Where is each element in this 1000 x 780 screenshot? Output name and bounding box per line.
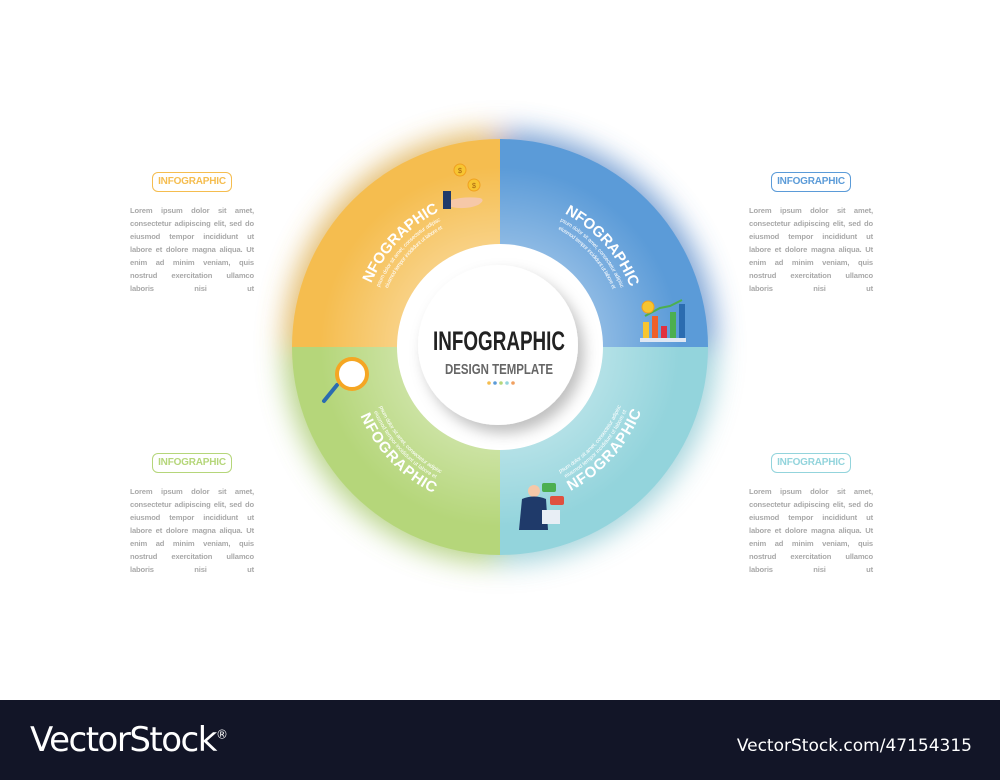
bar-chart-growth-icon [640, 299, 686, 342]
registered-mark: ® [215, 727, 228, 742]
magnifier-icon [322, 357, 369, 403]
side-label: INFOGRAPHIC [152, 172, 232, 192]
svg-text:$: $ [458, 168, 462, 175]
center-subtitle: DESIGN TEMPLATE [445, 361, 553, 378]
side-label: INFOGRAPHIC [771, 172, 851, 192]
side-text: Lorem ipsum dolor sit amet, consectetur … [130, 206, 254, 293]
footer-bar: VectorStock® VectorStock.com/47154315 [0, 700, 1000, 780]
logo-text: VectorStock [30, 720, 217, 760]
side-block-blue: INFOGRAPHIC Lorem ipsum dolor sit amet, … [749, 172, 873, 295]
side-text: Lorem ipsum dolor sit amet, consectetur … [749, 206, 873, 293]
infographic-wheel: INFOGRAPHIC DESIGN TEMPLATE INFOGRAPHIC … [284, 131, 716, 563]
side-label: INFOGRAPHIC [771, 453, 851, 473]
svg-text:$: $ [472, 183, 476, 190]
center-title: INFOGRAPHIC [433, 326, 565, 356]
hand-coins-icon: $ $ [443, 163, 483, 209]
side-block-teal: INFOGRAPHIC Lorem ipsum dolor sit amet, … [749, 453, 873, 576]
side-text: Lorem ipsum dolor sit amet, consectetur … [749, 487, 873, 574]
side-label: INFOGRAPHIC [152, 453, 232, 473]
footer-url: VectorStock.com/47154315 [736, 736, 972, 756]
vectorstock-logo: VectorStock® [30, 720, 228, 760]
center-disk [418, 265, 578, 425]
color-dots [487, 381, 515, 385]
side-block-orange: INFOGRAPHIC Lorem ipsum dolor sit amet, … [130, 172, 254, 295]
side-block-green: INFOGRAPHIC Lorem ipsum dolor sit amet, … [130, 453, 254, 576]
businessman-laptop-icon [519, 483, 564, 530]
side-text: Lorem ipsum dolor sit amet, consectetur … [130, 487, 254, 574]
